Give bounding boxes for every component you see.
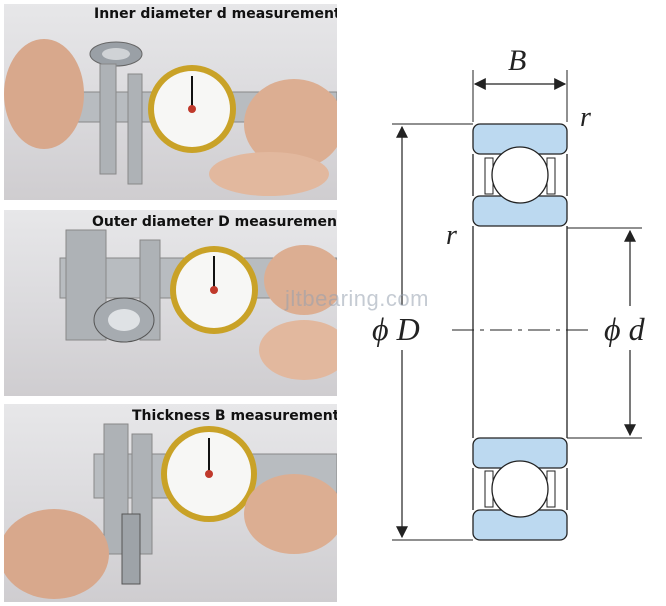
caption-thickness: Thickness B measurement: [132, 408, 337, 424]
photo-outer-diameter: Outer diameter D measurement: [4, 210, 337, 396]
photo-thickness: Thickness B measurement: [4, 404, 337, 602]
label-r-top: r: [580, 102, 591, 133]
label-B: B: [508, 44, 526, 77]
photo-inner-diameter: Inner diameter d measurement: [4, 4, 337, 200]
bearing-bottom-section: [472, 437, 568, 541]
caption-inner: Inner diameter d measurement: [94, 6, 337, 22]
label-r-left: r: [446, 220, 457, 251]
bearing-top-section: [472, 123, 568, 227]
watermark: jltbearing.com: [285, 286, 429, 311]
bearing-diagram: B r ϕ D r ϕ d: [370, 44, 664, 541]
label-D: ϕ D: [372, 311, 420, 347]
caption-outer: Outer diameter D measurement: [92, 214, 337, 230]
label-d: ϕ d: [604, 311, 646, 347]
